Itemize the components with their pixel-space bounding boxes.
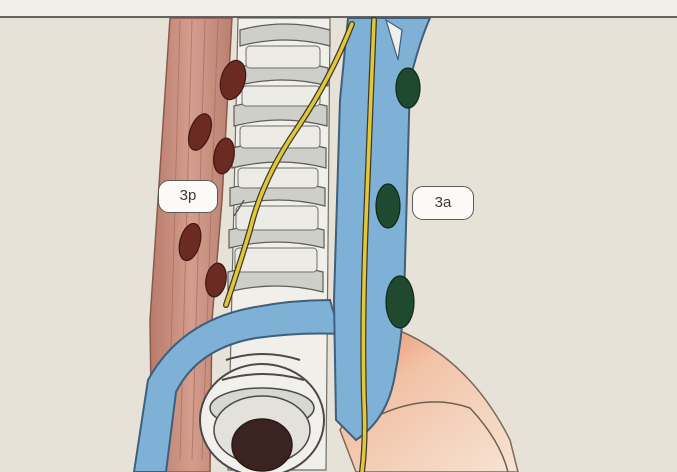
top-margin <box>0 0 677 16</box>
label-3a: 3a <box>412 186 474 220</box>
label-3p: 3p <box>158 180 218 213</box>
